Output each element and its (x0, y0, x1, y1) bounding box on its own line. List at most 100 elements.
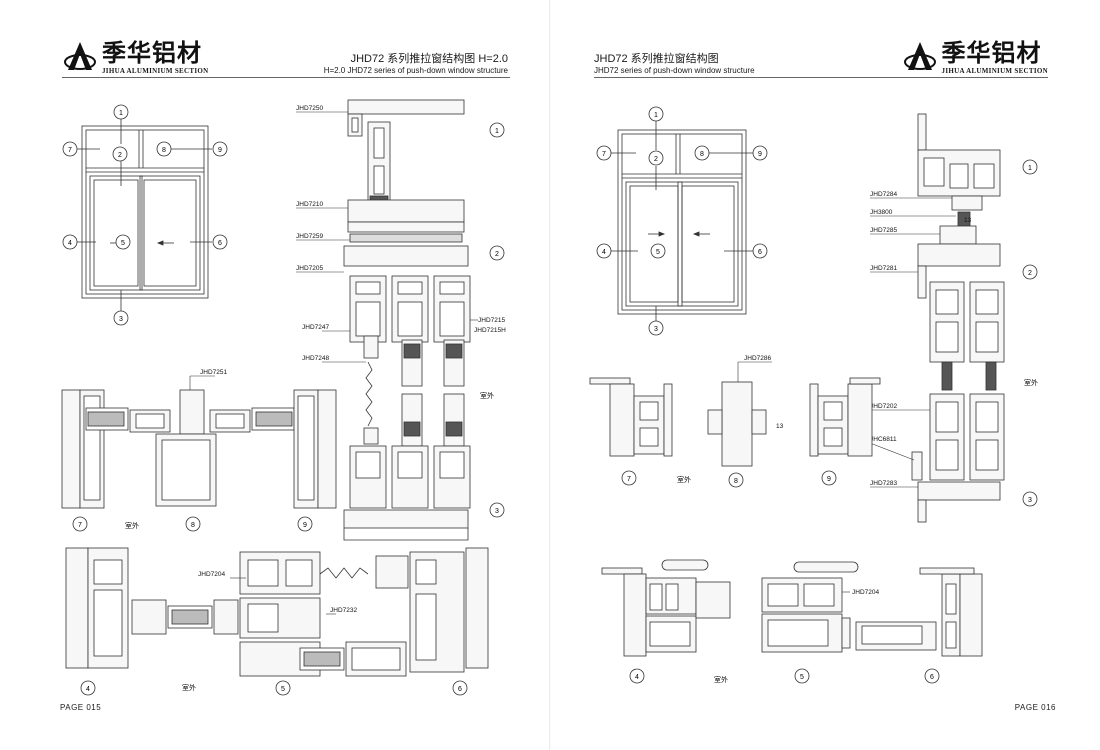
r-callout-3: 3 (648, 320, 664, 336)
elevation-callouts-right: 1 7 2 8 9 4 5 6 3 (596, 106, 768, 336)
bottom-section-outdoor-right: 室外 (714, 675, 728, 684)
svg-text:3: 3 (654, 326, 658, 333)
left-page: 季华铝材 JIHUA ALUMINIUM SECTION JHD72 系列推拉窗… (60, 39, 510, 712)
dim-13-horizontal: 13 (776, 423, 784, 430)
elevation-callouts: 1 7 2 8 9 4 5 6 3 (62, 104, 228, 326)
logo-mark-icon (903, 42, 936, 70)
bottom-section-callouts: 4 5 6 (80, 680, 468, 696)
page-number: PAGE 015 (60, 703, 102, 712)
t-callout-9: 9 (297, 516, 313, 532)
r-callout-6: 6 (752, 243, 768, 259)
label-jhc6811: JHC6811 (870, 436, 897, 443)
t-callout-7: 7 (72, 516, 88, 532)
label-jhd7204-right: JHD7204 (852, 589, 879, 596)
svg-text:7: 7 (602, 151, 606, 158)
page-number: PAGE 016 (1014, 703, 1056, 712)
window-elevation-right (610, 120, 754, 322)
brand-name-cn: 季华铝材 (102, 39, 202, 67)
rt-callout-7: 7 (621, 470, 637, 486)
label-jhd7283: JHD7283 (870, 480, 897, 487)
r-callout-8: 8 (694, 145, 710, 161)
dim-13-vertical: 13 (964, 217, 972, 224)
vertical-part-labels-right: JHD7284 JH3800 13 JHD7285 JHD7281 JHD720… (870, 191, 1038, 487)
label-jhd7215h: JHD7215H (474, 327, 506, 334)
v-callout-2: 2 (489, 245, 505, 261)
svg-text:1: 1 (654, 112, 658, 119)
v-callout-3: 3 (489, 502, 505, 518)
brand-name-cn: 季华铝材 (941, 39, 1042, 67)
svg-text:4: 4 (68, 240, 72, 247)
label-jhd7284: JHD7284 (870, 191, 897, 198)
svg-text:9: 9 (758, 151, 762, 158)
page-title: JHD72 系列推拉窗结构图 (594, 53, 719, 65)
r-callout-5: 5 (650, 243, 666, 259)
top-section-labels: JHD7251 室外 (125, 369, 227, 530)
svg-text:1: 1 (1028, 165, 1032, 172)
vertical-leaders-right (869, 197, 956, 488)
b-callout-6: 6 (452, 680, 468, 696)
svg-text:4: 4 (635, 674, 639, 681)
svg-text:2: 2 (118, 152, 122, 159)
label-jhd7251: JHD7251 (200, 369, 227, 376)
label-jhd7286: JHD7286 (744, 355, 771, 362)
svg-text:7: 7 (78, 522, 82, 529)
left-drawing: 1 7 2 8 9 4 5 6 3 (61, 99, 506, 696)
r-callout-9: 9 (752, 145, 768, 161)
svg-text:4: 4 (602, 249, 606, 256)
r-callout-2: 2 (648, 150, 664, 166)
callout-8: 8 (156, 141, 172, 157)
top-horizontal-section (61, 389, 337, 509)
vertical-callouts: 1 2 3 (489, 122, 505, 518)
svg-text:6: 6 (218, 240, 222, 247)
callout-9: 9 (212, 141, 228, 157)
callout-5: 5 (115, 234, 131, 250)
svg-text:3: 3 (495, 508, 499, 515)
svg-text:7: 7 (627, 476, 631, 483)
bottom-section-outdoor: 室外 (182, 683, 196, 692)
svg-text:9: 9 (827, 476, 831, 483)
top-section-callouts-right: 7 8 9 (621, 470, 837, 488)
svg-text:8: 8 (162, 147, 166, 154)
svg-text:5: 5 (656, 249, 660, 256)
label-jhd7259: JHD7259 (296, 233, 323, 240)
brand-name-en: JIHUA ALUMINIUM SECTION (102, 67, 209, 75)
label-jhd7215: JHD7215 (478, 317, 505, 324)
callout-2: 2 (112, 146, 128, 162)
callout-4: 4 (62, 234, 78, 250)
header-rule (594, 77, 1048, 78)
svg-text:6: 6 (758, 249, 762, 256)
label-jhd7210: JHD7210 (296, 201, 323, 208)
top-horizontal-section-right (589, 377, 881, 467)
rv-callout-1: 1 (1022, 159, 1038, 175)
svg-text:3: 3 (119, 316, 123, 323)
rv-callout-3: 3 (1022, 491, 1038, 507)
vertical-leaders (296, 111, 478, 363)
label-jhd7248: JHD7248 (302, 355, 329, 362)
brand-logo-right: 季华铝材 JIHUA ALUMINIUM SECTION (902, 40, 1048, 75)
right-page: 季华铝材 JIHUA ALUMINIUM SECTION JHD72 系列推拉窗… (550, 0, 1100, 750)
label-jhd7232: JHD7232 (330, 607, 357, 614)
vertical-outdoor: 室外 (480, 391, 494, 400)
v-callout-1: 1 (489, 122, 505, 138)
svg-text:3: 3 (1028, 497, 1032, 504)
label-jhd7285: JHD7285 (870, 227, 897, 234)
svg-text:7: 7 (68, 147, 72, 154)
rb-callout-6: 6 (924, 668, 940, 684)
callout-1: 1 (113, 104, 129, 120)
b-callout-4: 4 (80, 680, 96, 696)
label-jhd7281: JHD7281 (870, 265, 897, 272)
callout-7: 7 (62, 141, 78, 157)
bottom-section-labels-right: JHD7204 室外 (714, 589, 879, 684)
b-callout-5: 5 (275, 680, 291, 696)
svg-text:6: 6 (458, 686, 462, 693)
brand-name-en: JIHUA ALUMINIUM SECTION (941, 67, 1048, 75)
page-fold (549, 0, 551, 750)
rt-callout-8: 8 (728, 472, 744, 488)
header-rule (62, 77, 510, 78)
svg-text:2: 2 (495, 251, 499, 258)
r-callout-1: 1 (648, 106, 664, 122)
bottom-section-labels: JHD7204 JHD7232 室外 (182, 571, 357, 692)
label-jhd7204: JHD7204 (198, 571, 225, 578)
bottom-section-callouts-right: 4 5 6 (629, 668, 940, 684)
rb-callout-5: 5 (794, 668, 810, 684)
